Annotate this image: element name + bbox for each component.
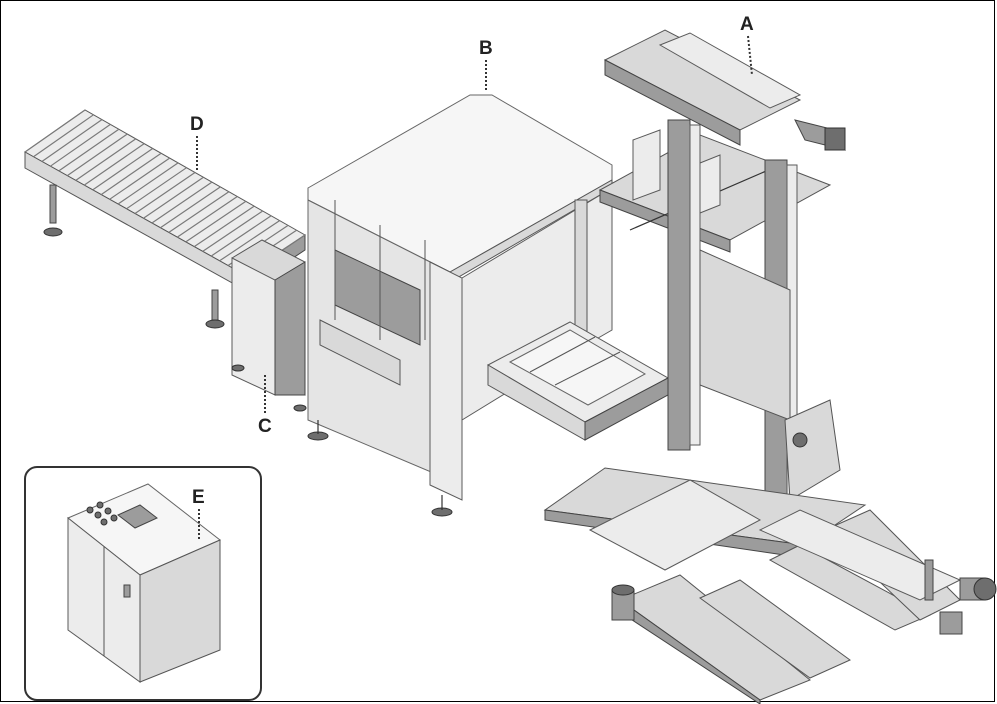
callout-d-label: D xyxy=(190,114,204,135)
side-panel xyxy=(231,239,307,412)
conveyor-roller xyxy=(83,143,145,186)
conveyor-roller xyxy=(151,181,213,224)
callout-e: E xyxy=(192,487,205,540)
vertical-lift-column xyxy=(543,29,997,704)
callout-a: A xyxy=(740,14,754,76)
conveyor-roller xyxy=(210,215,272,257)
conveyor-roller xyxy=(202,210,264,252)
electrical-cabinet-inset xyxy=(24,466,262,701)
conveyor-roller xyxy=(176,196,238,238)
conveyor-roller xyxy=(219,220,280,262)
conveyor-roller xyxy=(143,176,204,219)
callout-e-label: E xyxy=(192,487,205,508)
roller-conveyor xyxy=(24,109,306,329)
conveyor-roller xyxy=(134,172,196,214)
conveyor-roller xyxy=(160,186,221,229)
callout-a-label: A xyxy=(740,14,754,35)
callout-d: D xyxy=(190,114,204,170)
wrapping-cabinet xyxy=(307,94,670,517)
conveyor-roller xyxy=(126,167,187,210)
conveyor-roller xyxy=(100,152,162,196)
conveyor-roller xyxy=(92,147,154,191)
conveyor-roller xyxy=(168,191,230,233)
conveyor-roller xyxy=(58,128,120,172)
conveyor-roller xyxy=(33,114,94,158)
conveyor-roller xyxy=(117,162,179,205)
conveyor-roller xyxy=(41,119,103,162)
conveyor-roller xyxy=(24,109,86,153)
conveyor-roller xyxy=(50,123,111,167)
conveyor-roller xyxy=(66,133,128,177)
callout-c: C xyxy=(258,375,272,437)
conveyor-roller xyxy=(193,205,255,248)
conveyor-roller xyxy=(75,138,137,181)
conveyor-roller xyxy=(109,157,170,200)
callout-c-label: C xyxy=(258,416,272,437)
callout-b-label: B xyxy=(479,38,493,59)
callout-b: B xyxy=(479,38,493,92)
conveyor-roller xyxy=(185,200,247,243)
